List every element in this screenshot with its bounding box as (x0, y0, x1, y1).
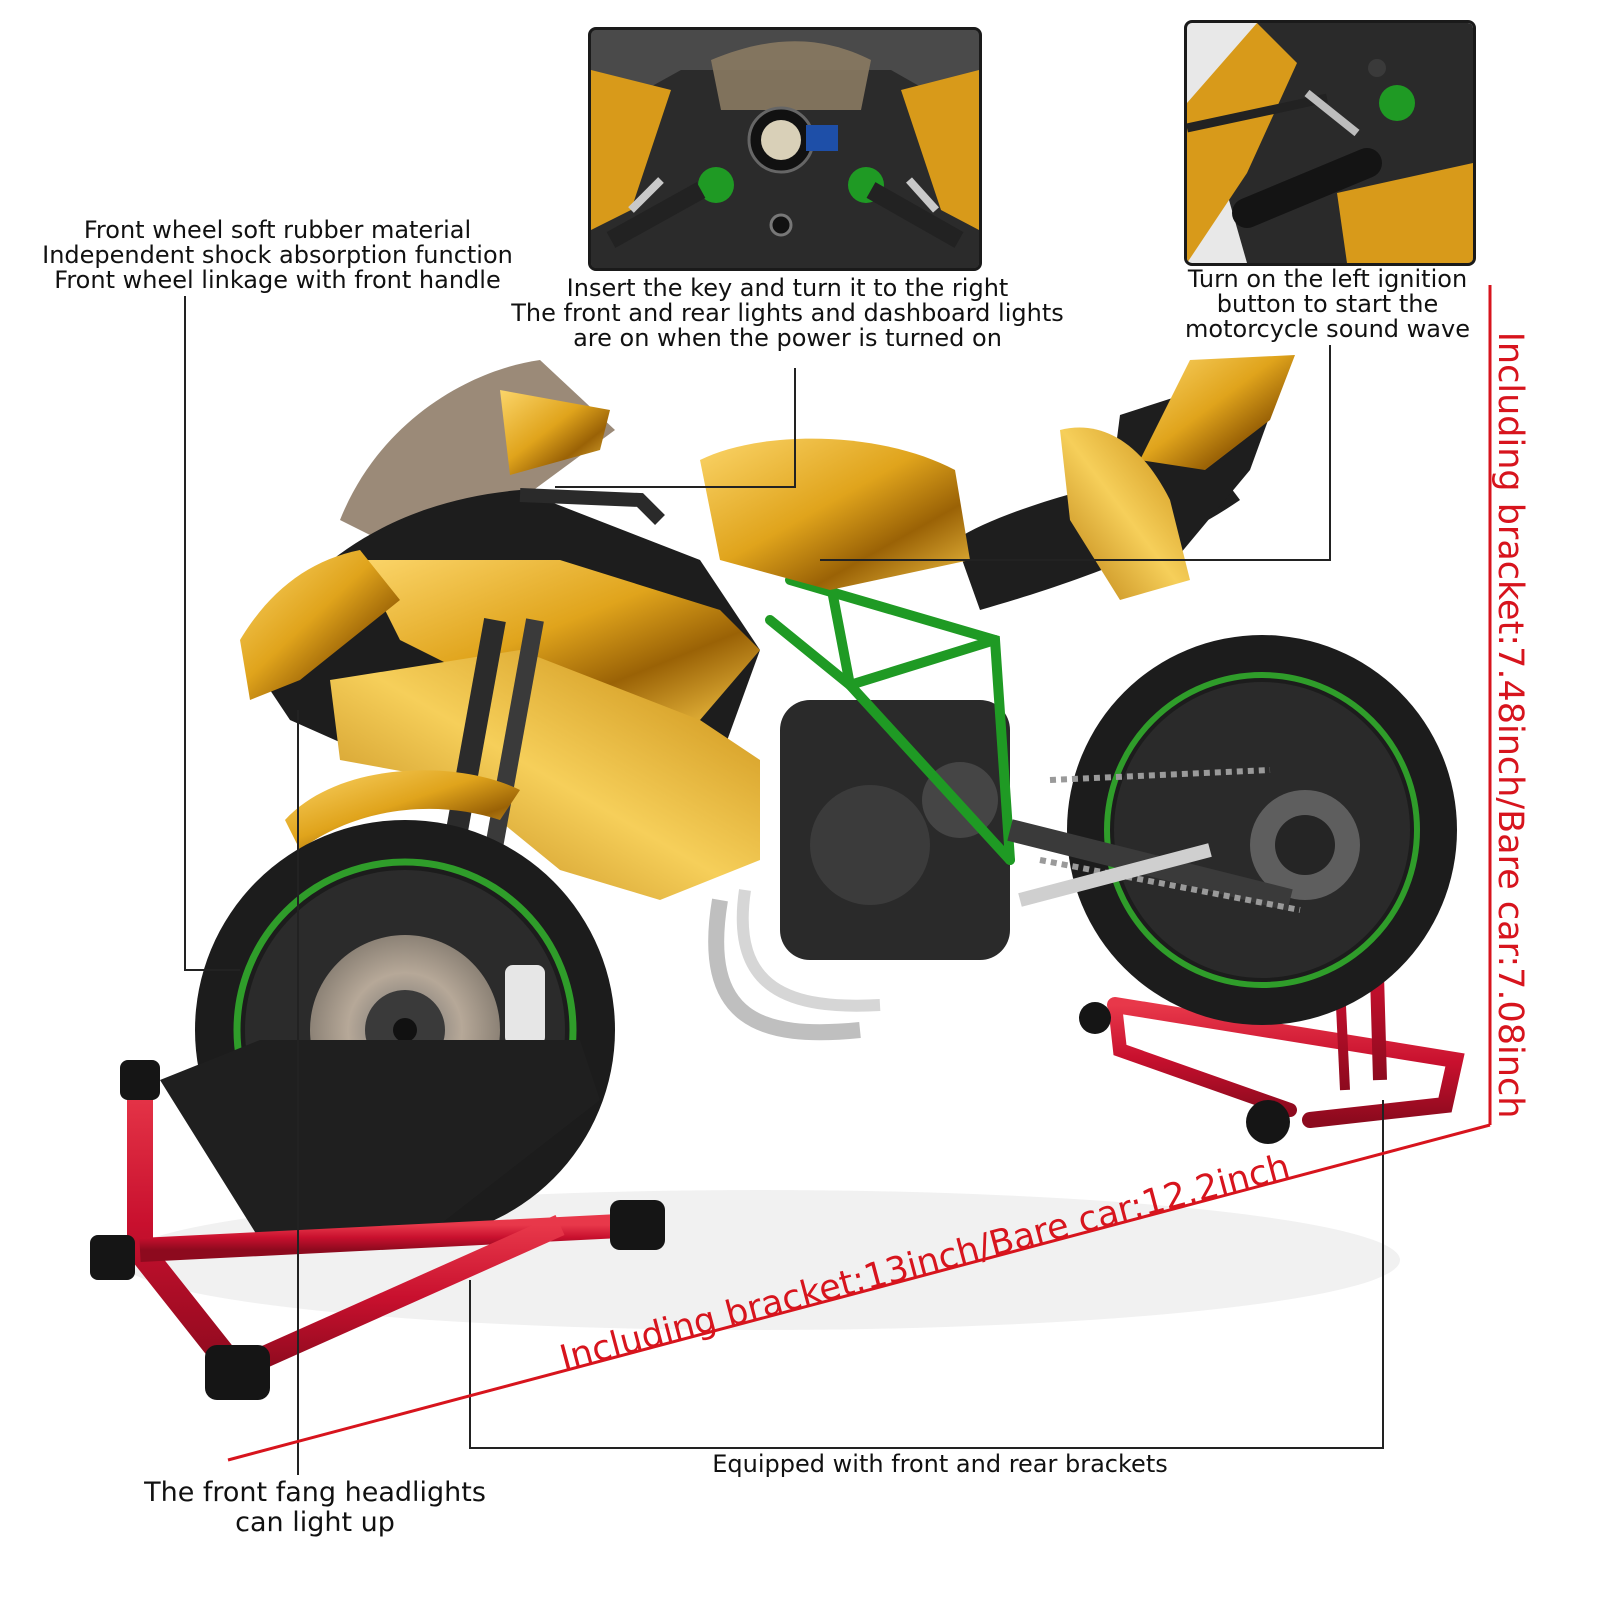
ignition-closeup (1187, 23, 1473, 263)
fuel-tank (700, 438, 970, 590)
green-frame (765, 575, 1015, 865)
tail-fairing (1140, 355, 1295, 470)
dimension-height-label: Including bracket:7.48inch/Bare car:7.08… (1490, 331, 1530, 1119)
callout-headlights: The front fang headlights can light up (144, 1477, 486, 1538)
front-fender (285, 770, 520, 850)
callout-key-ignition: Insert the key and turn it to the right … (511, 274, 1064, 352)
nose-fairing (240, 550, 400, 700)
ignition-inset (1184, 20, 1476, 266)
exhaust-pipe (708, 898, 861, 1041)
side-fairing-upper (360, 560, 760, 720)
dimension-lines (227, 285, 1492, 1462)
exhaust-pipe (736, 889, 881, 1012)
mirror-wing (500, 390, 610, 475)
callout-brackets: Equipped with front and rear brackets (712, 1450, 1168, 1478)
front-stand (90, 1040, 665, 1400)
footpeg (1018, 843, 1212, 907)
side-fairing-lower (330, 650, 760, 900)
dashboard-closeup (591, 30, 979, 268)
callout-ignition-button: Turn on the left ignition button to star… (1185, 265, 1470, 343)
rear-wheel (1067, 635, 1457, 1025)
dashboard-inset (588, 27, 982, 271)
callout-front-wheel: Front wheel soft rubber material Indepen… (42, 216, 513, 294)
leader-lines (184, 296, 1384, 1475)
